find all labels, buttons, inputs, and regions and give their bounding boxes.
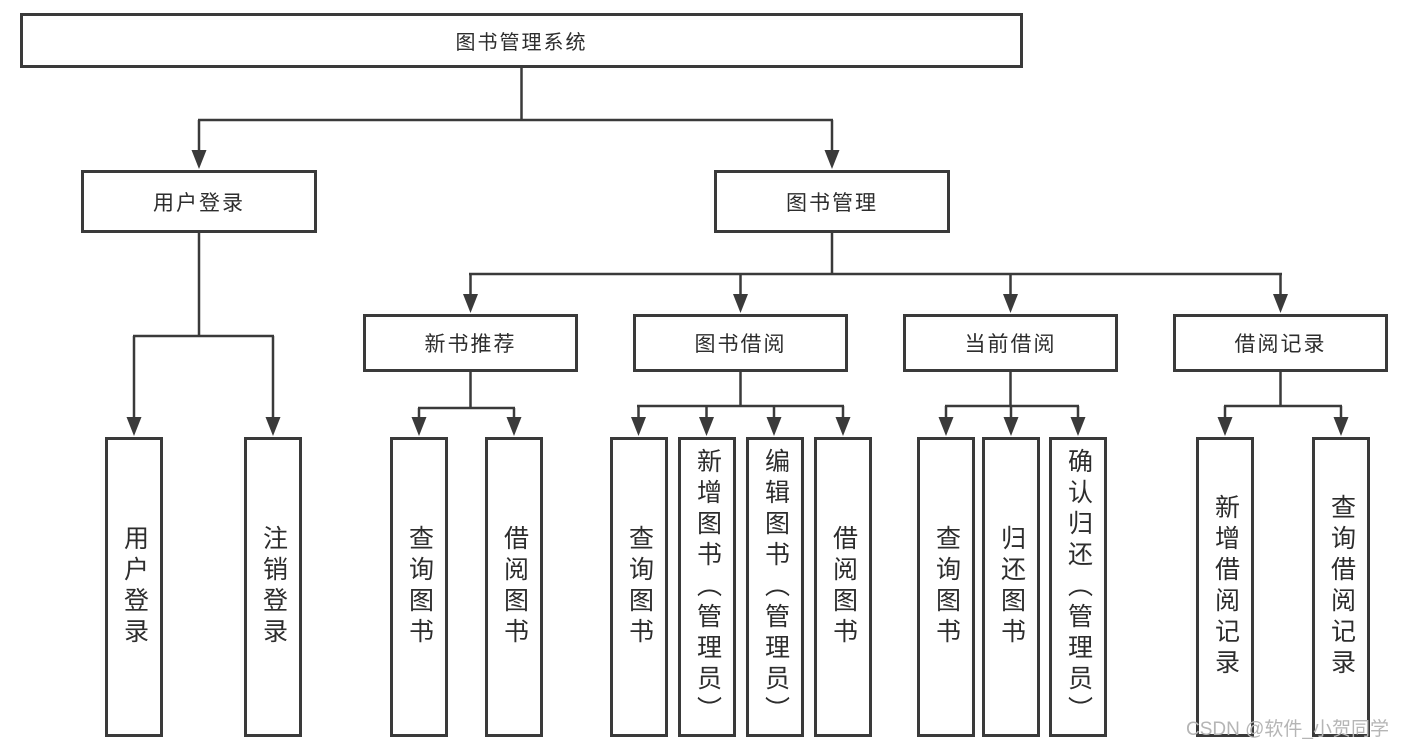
node-borrowing-records: 借阅记录 [1173,314,1388,372]
leaf-logout-label: 注销登录 [259,525,288,649]
leaf-query-books-current-label: 查询图书 [932,525,961,649]
node-current-borrowing: 当前借阅 [903,314,1118,372]
leaf-confirm-return-admin-label: 确认归还（管理员） [1064,447,1093,727]
leaf-user-login-label: 用户登录 [120,525,149,649]
leaf-logout: 注销登录 [244,437,302,737]
leaf-query-books-recommend: 查询图书 [390,437,448,737]
leaf-query-books-borrow: 查询图书 [610,437,668,737]
leaf-return-books: 归还图书 [982,437,1040,737]
leaf-query-borrow-record-label: 查询借阅记录 [1327,494,1356,680]
leaf-borrow-books-label: 借阅图书 [829,525,858,649]
leaf-query-books-recommend-label: 查询图书 [405,525,434,649]
leaf-borrow-books: 借阅图书 [814,437,872,737]
leaf-confirm-return-admin: 确认归还（管理员） [1049,437,1107,737]
leaf-add-borrow-record: 新增借阅记录 [1196,437,1254,737]
leaf-user-login: 用户登录 [105,437,163,737]
leaf-return-books-label: 归还图书 [997,525,1026,649]
leaf-add-books-admin: 新增图书（管理员） [678,437,736,737]
leaf-add-books-admin-label: 新增图书（管理员） [693,447,722,727]
node-library-management-system: 图书管理系统 [20,13,1023,68]
leaf-add-borrow-record-label: 新增借阅记录 [1211,494,1240,680]
watermark: CSDN @软件_小贺同学 [1186,719,1389,740]
leaf-borrow-books-recommend-label: 借阅图书 [500,525,529,649]
node-book-borrowing: 图书借阅 [633,314,848,372]
leaf-edit-books-admin-label: 编辑图书（管理员） [761,447,790,727]
leaf-query-books-current: 查询图书 [917,437,975,737]
node-book-management: 图书管理 [714,170,950,233]
node-new-book-recommendation: 新书推荐 [363,314,578,372]
node-user-login: 用户登录 [81,170,317,233]
leaf-edit-books-admin: 编辑图书（管理员） [746,437,804,737]
leaf-borrow-books-recommend: 借阅图书 [485,437,543,737]
leaf-query-borrow-record: 查询借阅记录 [1312,437,1370,737]
leaf-query-books-borrow-label: 查询图书 [625,525,654,649]
